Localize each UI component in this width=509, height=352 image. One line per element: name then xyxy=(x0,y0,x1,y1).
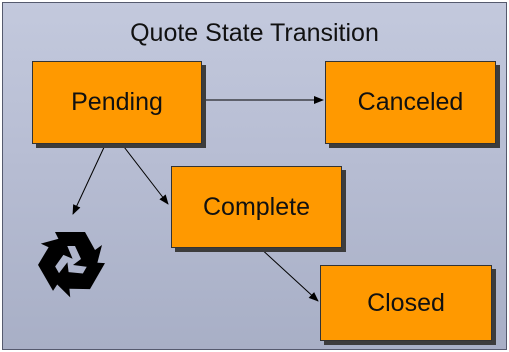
state-closed: Closed xyxy=(320,265,492,341)
state-canceled: Canceled xyxy=(325,61,496,144)
arrow-pending-to-recycle xyxy=(72,142,107,215)
diagram-title: Quote State Transition xyxy=(130,19,379,47)
state-complete: Complete xyxy=(171,166,342,248)
arrow-complete-to-closed xyxy=(257,245,319,302)
recycle-icon xyxy=(38,232,105,298)
state-pending: Pending xyxy=(32,61,202,144)
transition-arrows xyxy=(38,96,324,302)
arrow-pending-complete-bidirectional xyxy=(112,133,169,205)
